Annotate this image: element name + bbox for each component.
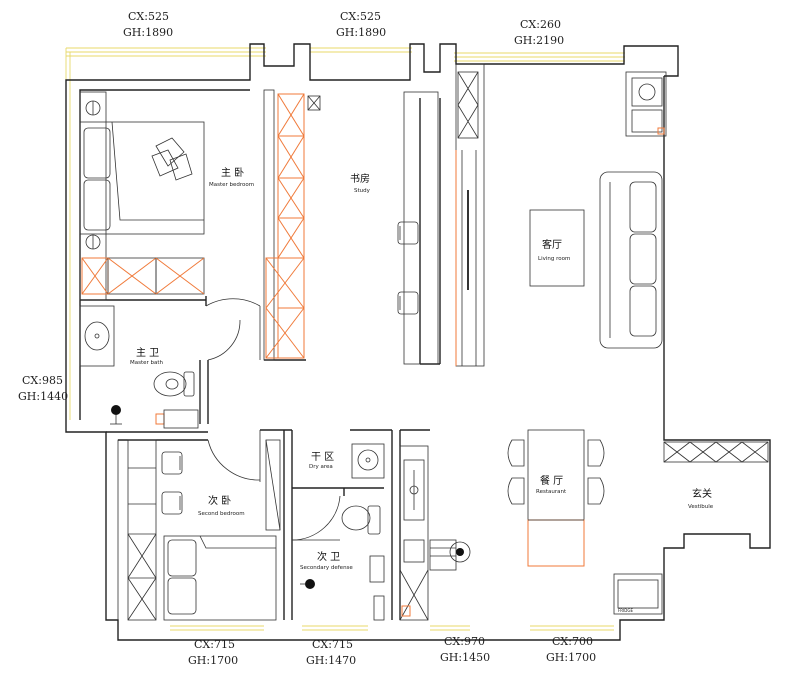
study-en: Study <box>354 188 371 194</box>
master-bath-fixtures <box>79 305 199 429</box>
restaurant-cn: 餐 厅 <box>540 474 563 487</box>
vestibule-cn: 玄关 <box>692 487 712 500</box>
master-bath-en: Master bath <box>130 360 164 366</box>
dim-top-left-cx: CX:525 <box>128 10 169 23</box>
tv-wall <box>455 71 479 366</box>
windows <box>65 47 679 631</box>
kitchen-cabinets <box>399 445 429 621</box>
dim-top-right-gh: GH:2190 <box>514 34 564 47</box>
living-room-cn: 客厅 <box>542 238 562 251</box>
second-bedroom-en: Second bedroom <box>198 511 245 517</box>
restaurant-en: Restaurant <box>536 489 567 495</box>
dim-top-middle-cx: CX:525 <box>340 10 381 23</box>
dim-bottom-4-gh: GH:1700 <box>546 651 596 664</box>
dim-left-cx: CX:985 <box>22 374 63 387</box>
master-bedroom-en: Master bedroom <box>209 182 254 188</box>
dim-left-gh: GH:1440 <box>18 390 68 403</box>
dim-bottom-2-gh: GH:1470 <box>306 654 356 667</box>
vestibule-en: Vestibule <box>688 504 714 510</box>
bath-fixtures <box>300 443 385 621</box>
living-room-furniture <box>529 171 663 349</box>
dim-bottom-4-cx: CX:700 <box>552 635 593 648</box>
doors <box>199 298 341 541</box>
utility-cabinet <box>625 71 667 137</box>
master-bedroom-furniture <box>79 91 205 301</box>
dim-top-right-cx: CX:260 <box>520 18 561 31</box>
master-bedroom-cn: 主 卧 <box>221 166 244 179</box>
study-cn: 书房 <box>350 172 370 185</box>
dim-bottom-1-cx: CX:715 <box>194 638 235 651</box>
room-labels: 主 卧 Master bedroom 书房 Study 客厅 Living ro… <box>130 166 714 571</box>
interior-walls <box>80 63 485 620</box>
dim-bottom-3-cx: CX:970 <box>444 635 485 648</box>
dim-bottom-1-gh: GH:1700 <box>188 654 238 667</box>
living-room-en: Living room <box>538 256 570 262</box>
secondary-bath-en: Secondary defense <box>300 565 353 571</box>
dimension-labels: CX:525 GH:1890 CX:525 GH:1890 CX:260 GH:… <box>18 10 596 667</box>
fridge: FRIDGE <box>613 573 663 615</box>
dim-top-left-gh: GH:1890 <box>123 26 173 39</box>
dining-set <box>429 429 605 571</box>
fridge-label: FRIDGE <box>618 608 633 613</box>
dry-area-en: Dry area <box>309 464 333 470</box>
study-bookcase <box>263 89 321 361</box>
dry-area-cn: 干 区 <box>311 451 334 463</box>
second-bedroom-cn: 次 卧 <box>208 494 231 507</box>
dim-top-middle-gh: GH:1890 <box>336 26 386 39</box>
master-bath-cn: 主 卫 <box>136 347 159 359</box>
second-bedroom-furniture <box>127 439 281 621</box>
vestibule-cabinet <box>663 441 769 463</box>
secondary-bath-cn: 次 卫 <box>317 550 340 563</box>
dim-bottom-3-gh: GH:1450 <box>440 651 490 664</box>
dim-bottom-2-cx: CX:715 <box>312 638 353 651</box>
study-chairs <box>397 221 419 315</box>
